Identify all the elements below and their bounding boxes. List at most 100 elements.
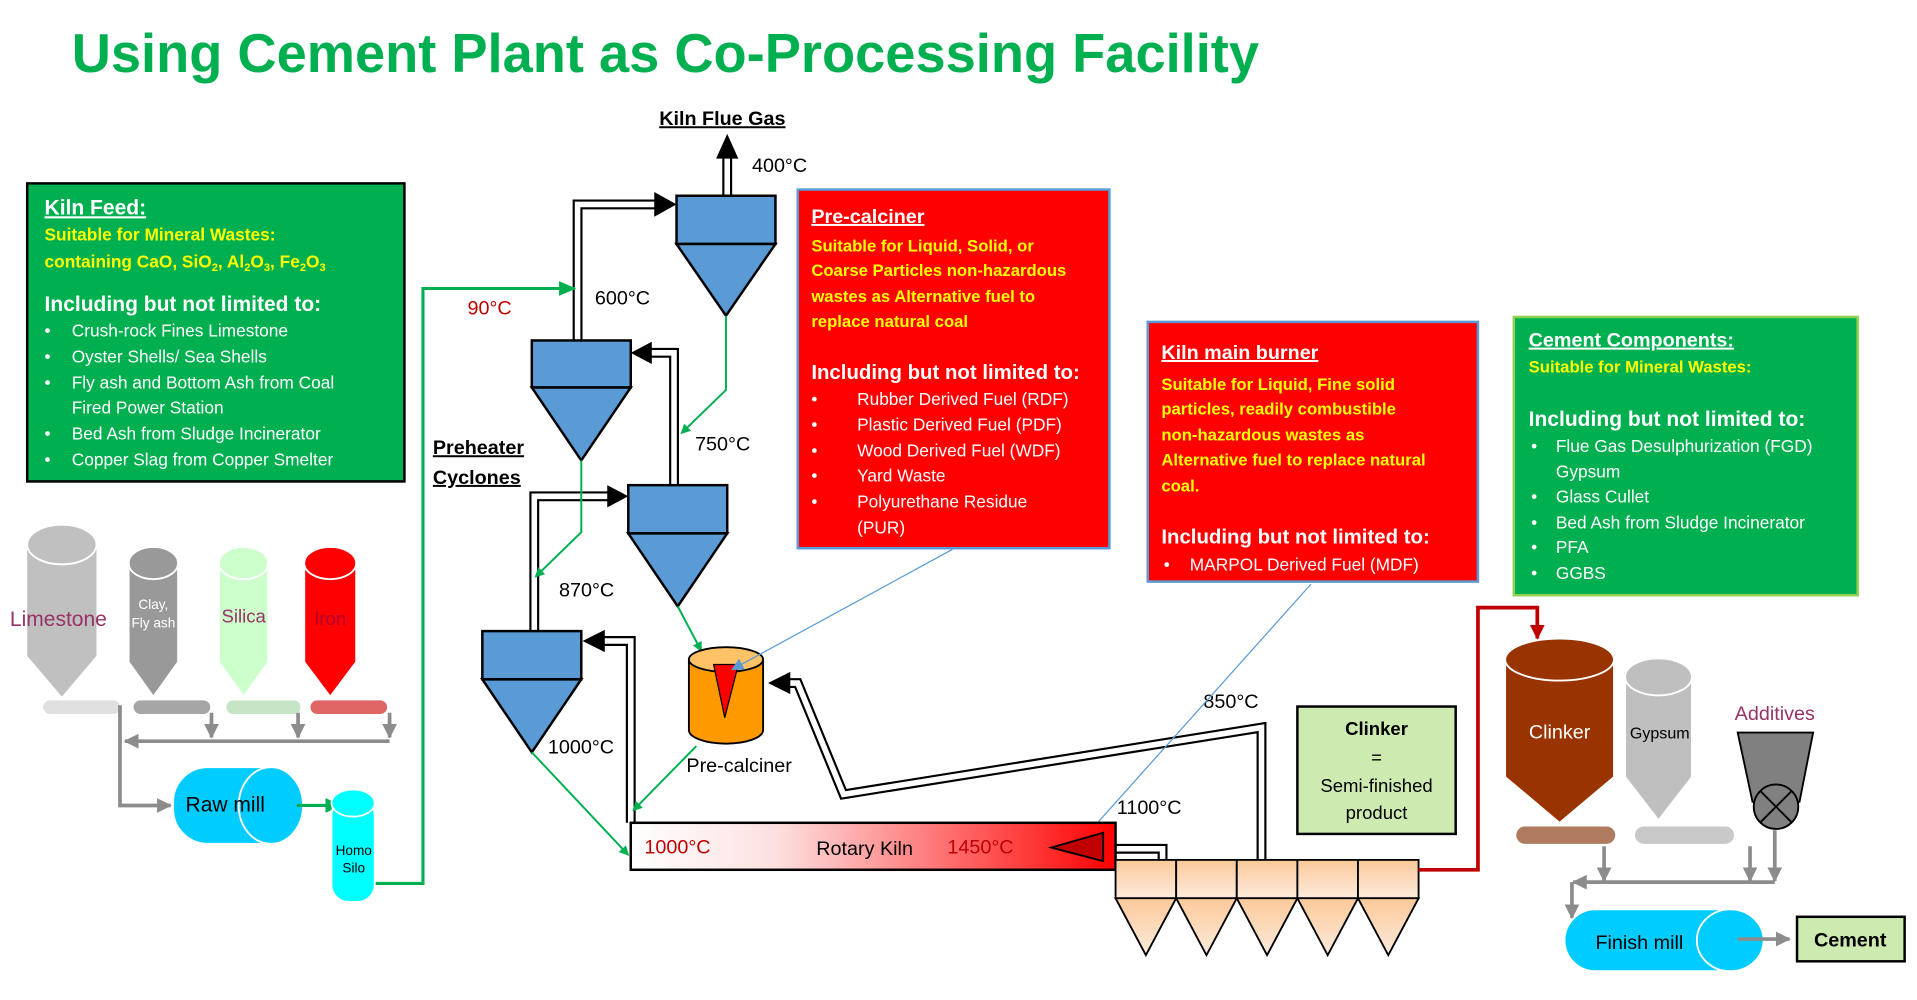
svg-text:•: • (811, 441, 817, 461)
silica-silo (217, 546, 301, 714)
kiln-feed-box: Kiln Feed: Suitable for Mineral Wastes: … (25, 182, 406, 483)
precalciner-label: Pre-calciner (686, 755, 792, 777)
svg-text:•: • (811, 415, 817, 435)
kiln-hot-temp: 1450°C (947, 837, 1013, 859)
suitable-line: non-hazardous wastes as (1161, 426, 1364, 445)
arrow-icon (654, 192, 677, 217)
gas-duct-line (574, 201, 658, 341)
list-item: Polyurethane Residue (857, 491, 1027, 511)
page-title: Using Cement Plant as Co-Processing Faci… (72, 23, 1259, 84)
limestone-label: Limestone (10, 608, 107, 631)
list-item: Wood Derived Fuel (WDF) (857, 441, 1060, 461)
cyclones-label: Cyclones (433, 467, 521, 489)
svg-text:•: • (45, 321, 51, 341)
svg-text:•: • (45, 449, 51, 469)
temp-label: 850°C (1203, 691, 1258, 713)
gas-duct-line (531, 493, 611, 632)
raw-mill-label: Raw mill (186, 794, 265, 817)
rotary-kiln (629, 821, 1117, 872)
temp-label: 1000°C (548, 737, 614, 759)
clay-label: Clay, (138, 597, 168, 612)
list-item: GGBS (1556, 563, 1606, 583)
svg-text:•: • (811, 465, 817, 485)
list-item: MARPOL Derived Fuel (MDF) (1190, 554, 1419, 574)
iron-label: Iron (314, 608, 346, 629)
suitable-line: coal. (1161, 476, 1199, 495)
kiln-feed-formula: containing CaO, SiO2, Al2O3, Fe2O3 (45, 251, 326, 274)
suitable-line: Alternative fuel to replace natural (1161, 450, 1425, 469)
cement-label: Cement (1814, 929, 1887, 951)
clinker-note-line: Semi-finished (1320, 775, 1432, 796)
list-item: PFA (1556, 537, 1589, 557)
limestone-silo (26, 523, 120, 714)
cooler-cell (1357, 858, 1420, 900)
finish-mill-label: Finish mill (1595, 932, 1683, 954)
gas-duct (529, 491, 611, 632)
gas-duct-line (601, 638, 634, 823)
svg-text:•: • (45, 347, 51, 367)
homo-silo (330, 788, 376, 903)
kiln-feed-including: Including but not limited to: (45, 293, 322, 316)
additives-hopper (1736, 731, 1815, 830)
flyash-label: Fly ash (131, 615, 175, 630)
cooler-cell (1114, 858, 1178, 900)
kiln-feed-title: Kiln Feed: (45, 196, 147, 219)
gas-duct (648, 347, 679, 486)
cement-box-suitable: Suitable for Mineral Wastes: (1529, 358, 1752, 377)
gas-duct-line (576, 203, 658, 341)
cement-box-including: Including but not limited to: (1529, 408, 1806, 431)
arrow-icon (768, 671, 791, 695)
flame-icon (712, 663, 740, 718)
gas-ducts (529, 153, 1267, 860)
svg-text:•: • (45, 373, 51, 393)
precalciner-including: Including but not limited to: (811, 362, 1079, 384)
flue-gas-label: Kiln Flue Gas (659, 108, 785, 130)
svg-text:•: • (1164, 554, 1170, 574)
suitable-line: replace natural coal (811, 312, 968, 331)
svg-text:•: • (811, 491, 817, 511)
clinker-note-line: Clinker (1345, 718, 1408, 739)
finish-conveyor-lines (1564, 830, 1783, 920)
precalciner-callout-line (731, 548, 953, 671)
silica-label: Silica (221, 605, 266, 626)
clinker-note-box: Clinker = Semi-finished product (1296, 705, 1457, 836)
list-item: Plastic Derived Fuel (PDF) (857, 415, 1062, 435)
svg-text:•: • (1531, 512, 1537, 532)
precalciner-box-title: Pre-calciner (811, 206, 924, 228)
list-item: (PUR) (857, 517, 905, 537)
cooler-hopper (1356, 897, 1421, 958)
temp-label: 90°C (468, 297, 512, 319)
clinker-note-line: = (1371, 746, 1382, 767)
burner-including: Including but not limited to: (1161, 526, 1429, 548)
rotary-kiln-label: Rotary Kiln (816, 838, 913, 860)
cooler-hopper (1235, 897, 1299, 958)
finish-mill (1563, 908, 1765, 973)
gypsum-label: Gypsum (1630, 725, 1690, 743)
temp-label: 600°C (595, 288, 650, 310)
cooler-cell (1296, 858, 1359, 900)
cyclone-4 (480, 629, 584, 755)
precalciner-vessel (687, 646, 765, 745)
suitable-line: Suitable for Liquid, Fine solid (1161, 375, 1395, 394)
burner-callout-line (1080, 583, 1312, 843)
svg-text:•: • (45, 423, 51, 443)
list-item: Gypsum (1556, 462, 1620, 482)
cooler-cell (1175, 858, 1238, 900)
raw-material-silos (26, 523, 388, 714)
suitable-line: Suitable for Liquid, Solid, or (811, 236, 1034, 255)
svg-text:•: • (811, 389, 817, 409)
preheater-cyclones (480, 194, 778, 755)
list-item: Flue Gas Desulphurization (FGD) (1556, 436, 1813, 456)
temp-label: 1100°C (1117, 797, 1182, 819)
additives-label: Additives (1735, 703, 1815, 725)
clinker-cooler (1114, 858, 1421, 958)
list-item: Fly ash and Bottom Ash from Coal (72, 373, 334, 393)
temp-label: 750°C (695, 434, 750, 456)
clinker-transport-line (1418, 605, 1545, 872)
svg-text:•: • (1531, 563, 1537, 583)
cement-component-silos (1504, 637, 1815, 844)
arrow-icon (630, 341, 652, 364)
list-item: Yard Waste (857, 465, 945, 485)
gas-duct-line (1115, 845, 1166, 860)
